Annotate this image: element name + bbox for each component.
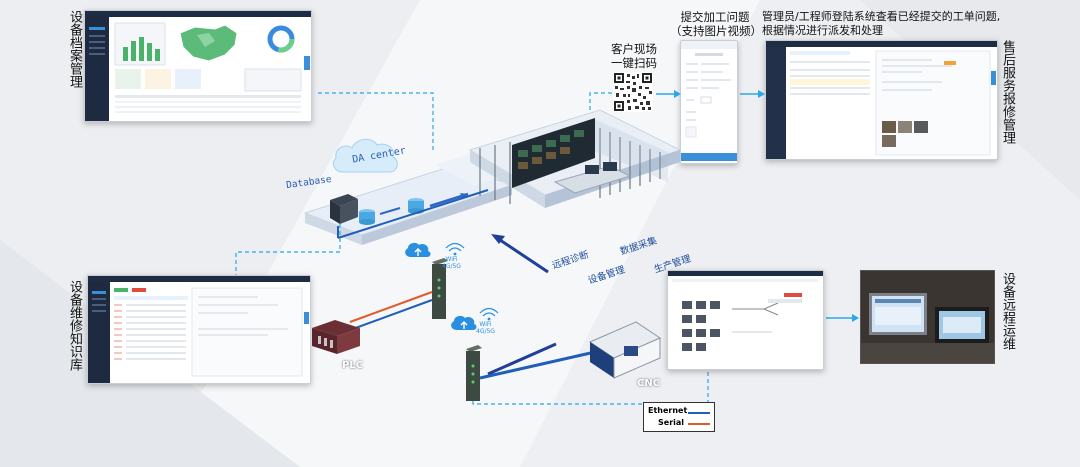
dashboard-content: [89, 22, 310, 113]
caption-submit: 提交加工问题 （支持图片视频）: [670, 10, 762, 38]
remote-ops-screen: [667, 270, 824, 370]
legend-serial-label: Serial: [658, 418, 685, 427]
knowledge-base-screen: [87, 275, 311, 384]
wifi-label-top: WiFi 4G/5G: [442, 256, 461, 270]
caption-scan: 客户现场 一键扫码: [611, 42, 657, 70]
remote-ops-photo: [860, 270, 995, 364]
arrow-to-remote: [852, 314, 859, 322]
qr-code: [613, 72, 653, 112]
knowledge-base-content: [92, 287, 309, 377]
label-device-archive: 设备档案管理: [67, 10, 82, 88]
arrow-to-admin: [758, 90, 765, 98]
after-sales-workorder-screen: [765, 40, 998, 160]
mobile-form-content: [681, 41, 737, 161]
cnc-label: CNC: [637, 378, 661, 389]
arrow-to-form: [674, 90, 681, 98]
wifi-label-bottom: WiFi 4G/5G: [476, 321, 495, 335]
label-after-sales: 售后服务报修管理: [1000, 40, 1015, 144]
remote-ops-content: [672, 279, 818, 351]
device-archive-dashboard: [84, 10, 312, 122]
legend-serial-line: [688, 423, 710, 425]
caption-admin: 管理员/工程师登陆系统查看已经提交的工单问题, 根据情况进行派发和处理: [762, 10, 1001, 37]
label-remote-ops: 设备远程运维: [1000, 272, 1015, 350]
mobile-submit-form: [680, 40, 738, 164]
plc-label: PLC: [342, 360, 364, 371]
label-maintenance-knowledge-base: 设备维修知识库: [67, 280, 82, 371]
legend-ethernet-line: [688, 412, 710, 414]
connection-legend: Ethernet Serial: [643, 402, 715, 432]
workorder-content: [790, 50, 996, 156]
legend-ethernet-label: Ethernet: [648, 406, 688, 415]
